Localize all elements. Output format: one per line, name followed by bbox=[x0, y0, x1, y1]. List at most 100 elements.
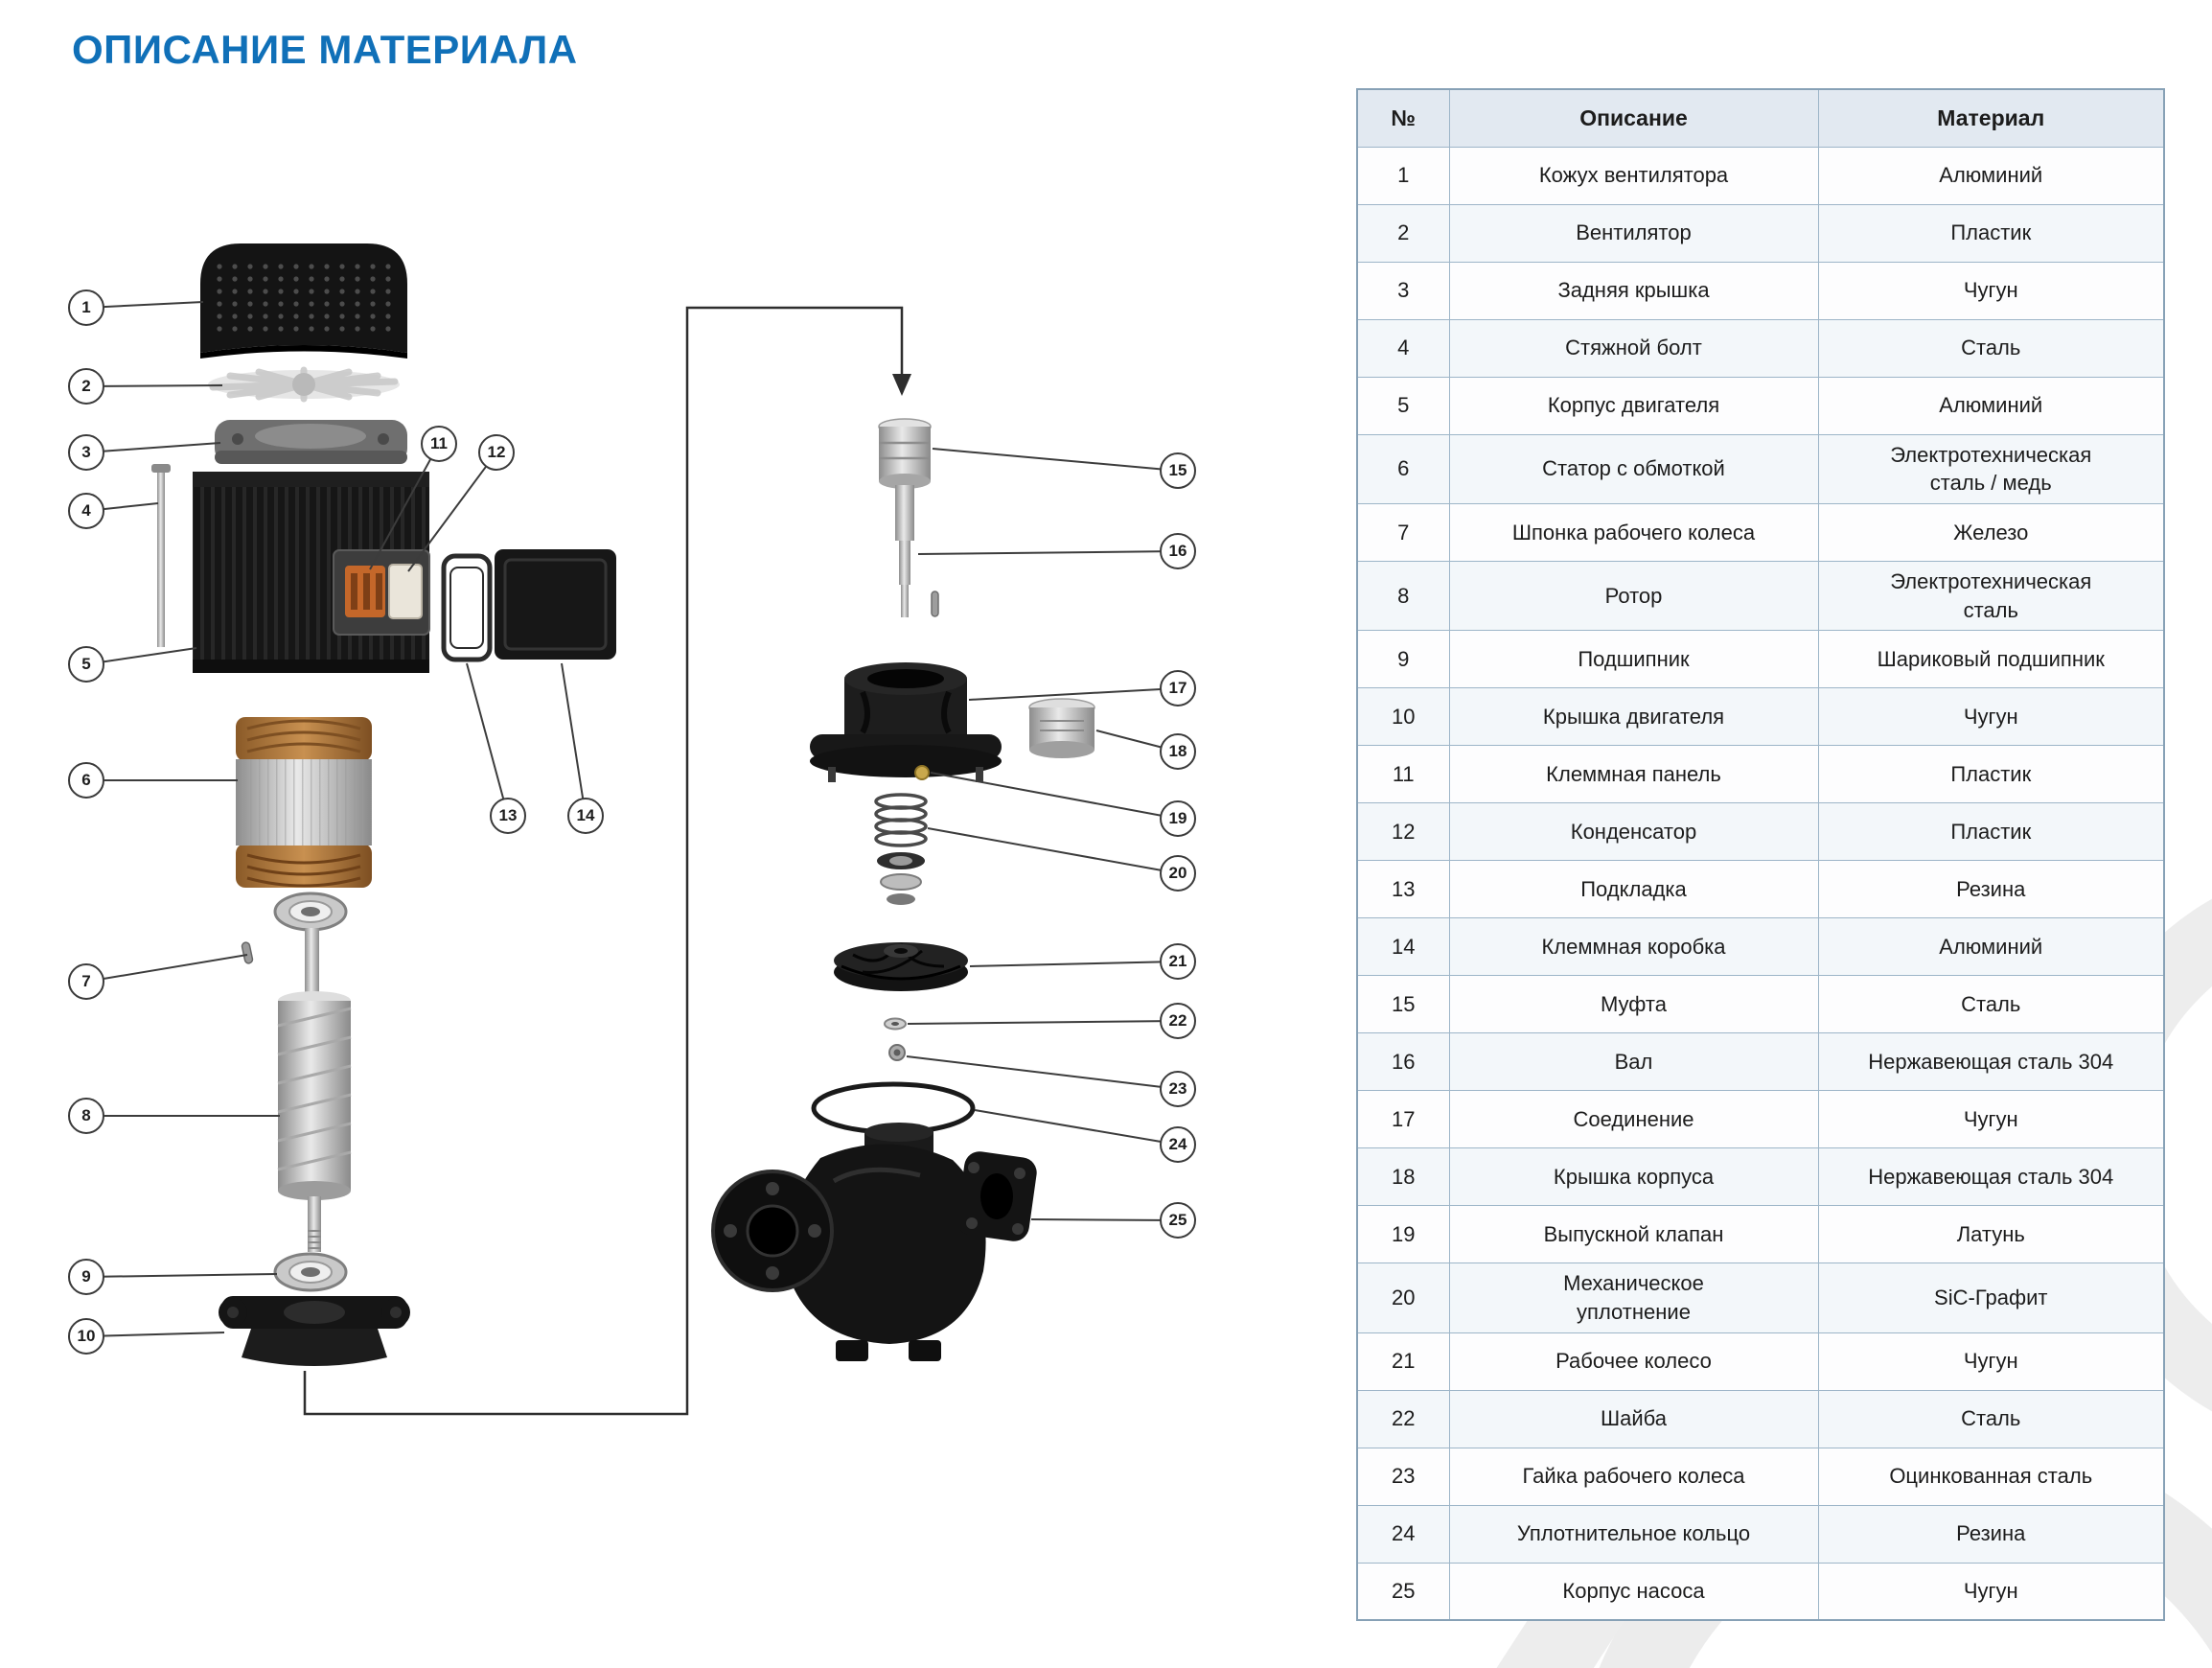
casing-cover-part bbox=[1028, 698, 1095, 758]
table-row: 2 Вентилятор Пластик bbox=[1356, 203, 2165, 263]
cell-material: Алюминий bbox=[1817, 146, 2165, 205]
cell-number: 9 bbox=[1356, 630, 1450, 689]
table-row: 7 Шпонка рабочего колеса Железо bbox=[1356, 502, 2165, 562]
o-ring-part bbox=[811, 1081, 976, 1135]
terminal-panel-part bbox=[345, 566, 385, 617]
cell-description: Шпонка рабочего колеса bbox=[1448, 502, 1819, 562]
table-row: 18 Крышка корпуса Нержавеющая сталь 304 bbox=[1356, 1147, 2165, 1207]
callout-24: 24 bbox=[1160, 1126, 1196, 1163]
cell-material: Оцинкованная сталь bbox=[1817, 1447, 2165, 1506]
callout-14: 14 bbox=[567, 798, 604, 834]
cell-description: Задняя крышка bbox=[1448, 261, 1819, 320]
terminal-box-cover-part bbox=[495, 549, 616, 660]
assembly-connector-line bbox=[303, 306, 911, 1416]
motor-housing-part bbox=[193, 472, 430, 673]
callout-25: 25 bbox=[1160, 1202, 1196, 1239]
callout-1: 1 bbox=[68, 290, 104, 326]
table-row: 21 Рабочее колесо Чугун bbox=[1356, 1332, 2165, 1391]
outlet-valve-part bbox=[914, 765, 930, 780]
table-row: 5 Корпус двигателя Алюминий bbox=[1356, 376, 2165, 435]
table-row: 11 Клеммная панель Пластик bbox=[1356, 745, 2165, 804]
cell-number: 3 bbox=[1356, 261, 1450, 320]
table-row: 6 Статор с обмоткой Электротехническая с… bbox=[1356, 433, 2165, 504]
cell-description: Уплотнительное кольцо bbox=[1448, 1504, 1819, 1564]
cell-material: Пластик bbox=[1817, 203, 2165, 263]
cell-description: Ротор bbox=[1448, 560, 1819, 632]
cell-description: Кожух вентилятора bbox=[1448, 146, 1819, 205]
table-row: 22 Шайба Сталь bbox=[1356, 1389, 2165, 1448]
callout-12: 12 bbox=[478, 434, 515, 471]
cell-description: Стяжной болт bbox=[1448, 318, 1819, 378]
col-header-description: Описание bbox=[1448, 88, 1819, 148]
cell-material: Пластик bbox=[1817, 745, 2165, 804]
shaft-part bbox=[895, 485, 939, 617]
table-row: 3 Задняя крышка Чугун bbox=[1356, 261, 2165, 320]
callout-18: 18 bbox=[1160, 733, 1196, 770]
callout-20: 20 bbox=[1160, 855, 1196, 892]
cell-material: Чугун bbox=[1817, 1090, 2165, 1149]
cell-description: Крышка корпуса bbox=[1448, 1147, 1819, 1207]
rotor-part bbox=[277, 928, 352, 1252]
cell-number: 16 bbox=[1356, 1032, 1450, 1092]
table-row: 1 Кожух вентилятора Алюминий bbox=[1356, 146, 2165, 205]
cell-number: 21 bbox=[1356, 1332, 1450, 1391]
gasket-part bbox=[441, 553, 493, 662]
cell-material: Алюминий bbox=[1817, 376, 2165, 435]
callout-17: 17 bbox=[1160, 670, 1196, 707]
cell-description: Вентилятор bbox=[1448, 203, 1819, 263]
cell-material: Резина bbox=[1817, 1504, 2165, 1564]
cell-number: 23 bbox=[1356, 1447, 1450, 1506]
cell-number: 12 bbox=[1356, 802, 1450, 862]
cell-description: Муфта bbox=[1448, 975, 1819, 1034]
rear-cover-part bbox=[215, 420, 407, 464]
cell-description: Корпус двигателя bbox=[1448, 376, 1819, 435]
washer-part bbox=[884, 1017, 907, 1031]
cell-description: Крышка двигателя bbox=[1448, 687, 1819, 747]
cell-material: Сталь bbox=[1817, 1389, 2165, 1448]
table-row: 20 Механическое уплотнение SiC-Графит bbox=[1356, 1263, 2165, 1333]
cell-number: 2 bbox=[1356, 203, 1450, 263]
cell-material: Чугун bbox=[1817, 1332, 2165, 1391]
cell-number: 24 bbox=[1356, 1504, 1450, 1564]
cell-material: Латунь bbox=[1817, 1205, 2165, 1264]
cell-number: 1 bbox=[1356, 146, 1450, 205]
callout-5: 5 bbox=[68, 646, 104, 683]
callout-21: 21 bbox=[1160, 943, 1196, 980]
impeller-part bbox=[834, 942, 968, 991]
material-table: № Описание Материал 1 Кожух вентилятора … bbox=[1356, 88, 2165, 1622]
cell-description: Шайба bbox=[1448, 1389, 1819, 1448]
tie-bolt-part bbox=[151, 464, 171, 647]
material-table-body: 1 Кожух вентилятора Алюминий 2 Вентилято… bbox=[1356, 146, 2165, 1621]
col-header-number: № bbox=[1356, 88, 1450, 148]
table-row: 12 Конденсатор Пластик bbox=[1356, 802, 2165, 862]
cell-material: Алюминий bbox=[1817, 917, 2165, 977]
cell-material: Резина bbox=[1817, 860, 2165, 919]
callout-22: 22 bbox=[1160, 1003, 1196, 1039]
cell-material: Чугун bbox=[1817, 687, 2165, 747]
cell-material: Сталь bbox=[1817, 975, 2165, 1034]
cell-number: 19 bbox=[1356, 1205, 1450, 1264]
cell-description: Конденсатор bbox=[1448, 802, 1819, 862]
cell-number: 13 bbox=[1356, 860, 1450, 919]
cell-material: Нержавеющая сталь 304 bbox=[1817, 1147, 2165, 1207]
lantern-connection-part bbox=[810, 662, 1002, 782]
cell-description: Статор с обмоткой bbox=[1448, 433, 1819, 504]
table-row: 14 Клеммная коробка Алюминий bbox=[1356, 917, 2165, 977]
cell-number: 15 bbox=[1356, 975, 1450, 1034]
callout-11: 11 bbox=[421, 426, 457, 462]
table-row: 13 Подкладка Резина bbox=[1356, 860, 2165, 919]
cell-description: Соединение bbox=[1448, 1090, 1819, 1149]
cell-material: Нержавеющая сталь 304 bbox=[1817, 1032, 2165, 1092]
table-row: 9 Подшипник Шариковый подшипник bbox=[1356, 630, 2165, 689]
cell-description: Клеммная панель bbox=[1448, 745, 1819, 804]
callout-9: 9 bbox=[68, 1259, 104, 1295]
pump-casing-part bbox=[711, 1123, 1037, 1361]
table-row: 10 Крышка двигателя Чугун bbox=[1356, 687, 2165, 747]
table-header-row: № Описание Материал bbox=[1356, 88, 2165, 148]
mechanical-seal-part bbox=[874, 793, 928, 905]
cell-material: Электротехническая сталь / медь bbox=[1817, 433, 2165, 504]
table-row: 16 Вал Нержавеющая сталь 304 bbox=[1356, 1032, 2165, 1092]
cell-number: 8 bbox=[1356, 560, 1450, 632]
cell-number: 10 bbox=[1356, 687, 1450, 747]
cell-description: Подкладка bbox=[1448, 860, 1819, 919]
